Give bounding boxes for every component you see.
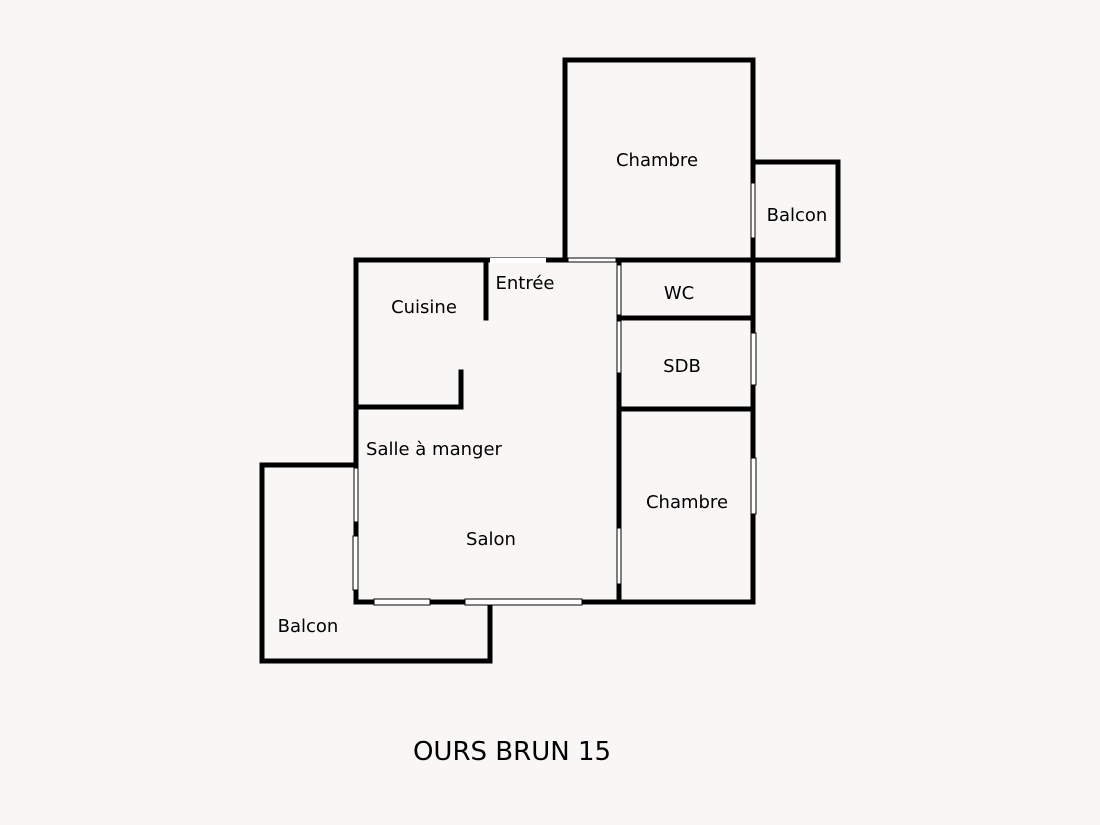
- label-entree: Entrée: [496, 273, 555, 294]
- window-salon-left-2: [352, 535, 359, 591]
- window-chambre-balcon: [750, 182, 756, 239]
- label-salon: Salon: [466, 529, 516, 550]
- window-wc-side: [616, 264, 622, 316]
- label-chambre-bottom: Chambre: [646, 492, 728, 513]
- label-balcon-right: Balcon: [767, 205, 828, 226]
- window-sdb: [750, 332, 757, 386]
- windows: [352, 182, 757, 606]
- wall-cuisine-bottom: [355, 369, 464, 410]
- door-entree: [490, 258, 546, 263]
- window-salon-left-1: [353, 467, 359, 523]
- door-chambre-bottom: [616, 527, 622, 585]
- wall-balcon-left: [259, 462, 493, 664]
- wall-balcon-right: [750, 159, 841, 263]
- window-entree-top: [567, 257, 617, 263]
- label-salle-a-manger: Salle à manger: [366, 439, 502, 460]
- label-chambre-top: Chambre: [616, 150, 698, 171]
- room-labels: Chambre Balcon Cuisine Entrée WC SDB Sal…: [278, 150, 828, 637]
- window-salon-bottom-1: [373, 598, 431, 606]
- label-wc: WC: [664, 283, 694, 304]
- plan-title: OURS BRUN 15: [413, 737, 611, 767]
- window-sdb-side: [616, 320, 622, 374]
- label-balcon-left: Balcon: [278, 616, 339, 637]
- window-salon-bottom-2: [464, 598, 583, 606]
- label-sdb: SDB: [663, 356, 701, 377]
- window-chambre-bottom: [750, 457, 757, 515]
- label-cuisine: Cuisine: [391, 297, 457, 318]
